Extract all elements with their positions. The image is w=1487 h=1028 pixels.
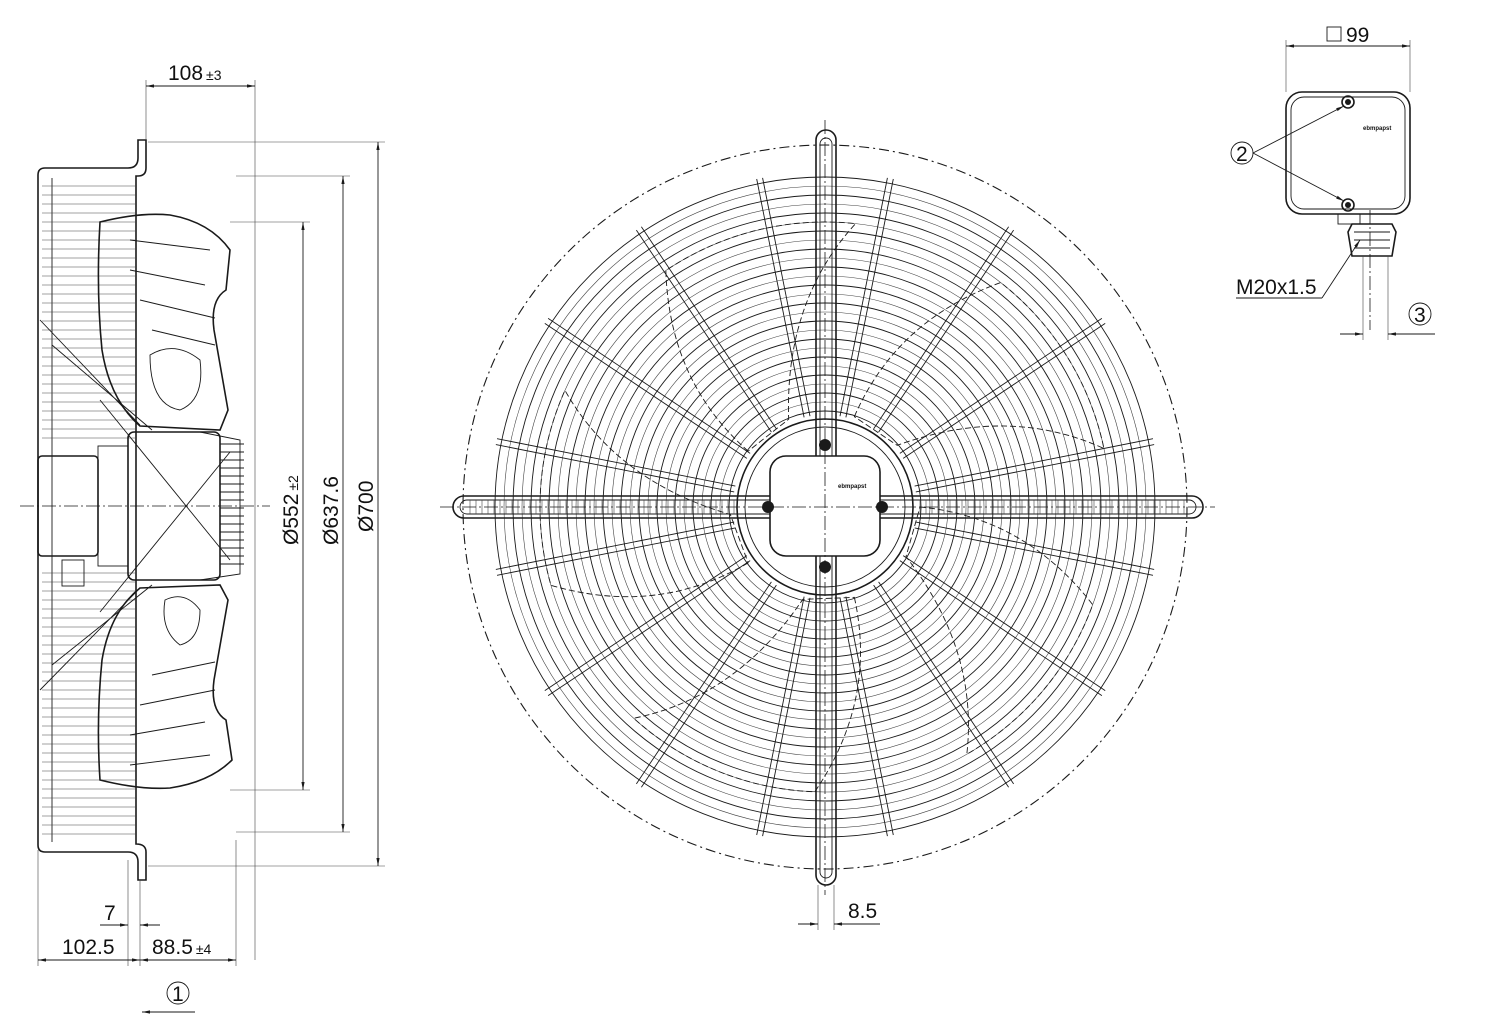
dim-700: Ø700 [355,481,378,532]
dim-99: 99 [1346,24,1369,47]
upper-blade [97,213,231,431]
callout-3-circle [1408,302,1432,326]
callout-2-label: 2 [1236,143,1248,166]
terminal-box-detail: ebmpapst 99 2 M20x1.5 3 [1230,24,1435,340]
dim-102-5: 102.5 [62,936,115,959]
dim-7: 7 [104,902,116,925]
dim-637: Ø637.6 [320,476,343,545]
dim-88-5: 88.5±4 [152,936,212,959]
lower-blade [97,584,233,790]
front-view: ebmpapst 8.5 [440,120,1215,930]
side-dimensions: 108±3 Ø552±2 Ø637.6 Ø700 7 102.5 88.5±4 … [37,62,385,1014]
rotor-fins [220,443,244,565]
dim-552: Ø552±2 [280,475,303,545]
side-view [20,139,270,881]
square-symbol-icon [1326,26,1342,42]
guard-spokes [495,177,1155,837]
brand-logo-detail: ebmpapst [1363,126,1391,132]
thread-label: M20x1.5 [1236,276,1317,299]
callout-3-label: 3 [1414,304,1426,327]
brand-logo-front: ebmpapst [838,484,866,490]
guard-ribs [42,185,136,835]
dim-8-5: 8.5 [848,900,877,923]
dim-108: 108±3 [168,62,222,85]
callout-1-label: 1 [172,983,184,1006]
callout-1-circle [166,981,190,1005]
